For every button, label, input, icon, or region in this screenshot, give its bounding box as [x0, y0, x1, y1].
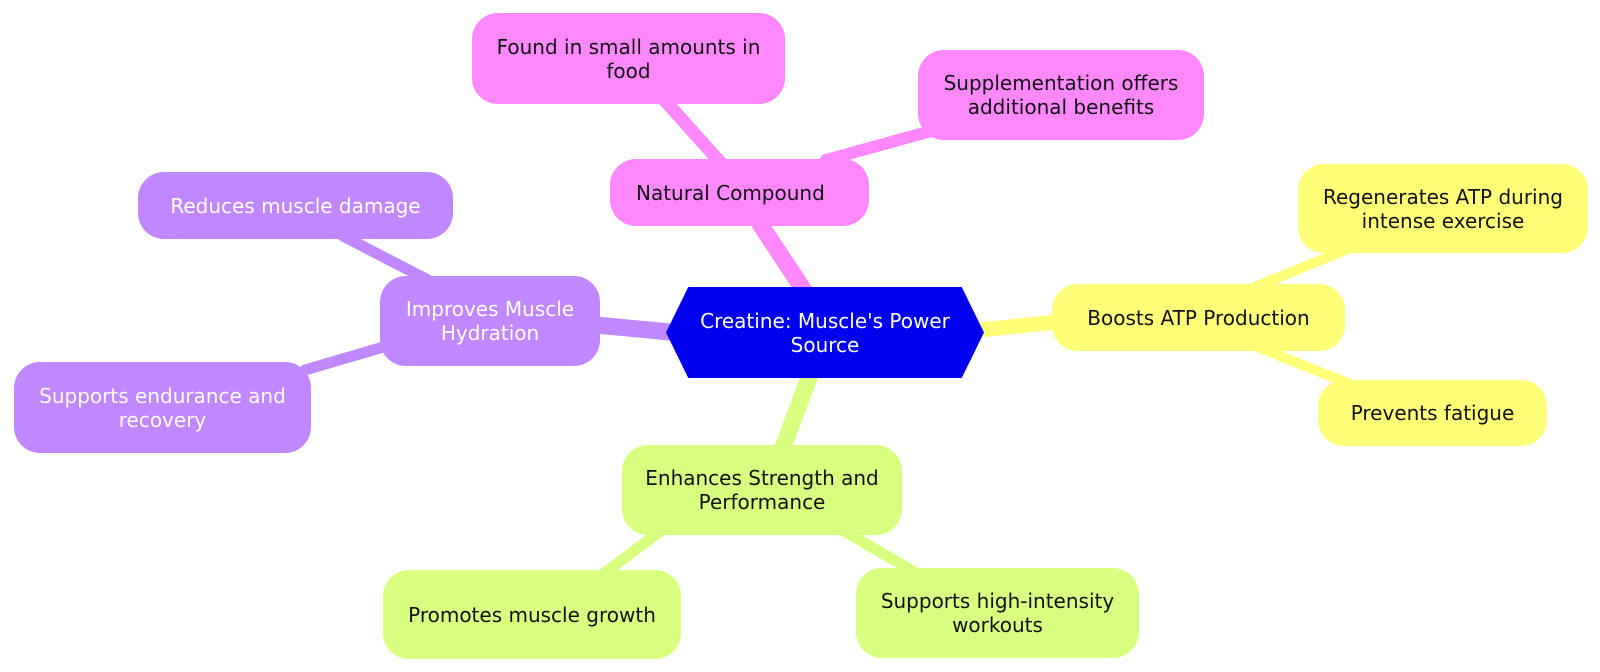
leaf-label: Found in small amounts in food: [496, 34, 761, 83]
leaf-node-muscle-growth[interactable]: Promotes muscle growth: [383, 570, 681, 659]
root-node[interactable]: Creatine: Muscle's Power Source: [666, 287, 984, 378]
leaf-node-reduces-damage[interactable]: Reduces muscle damage: [138, 172, 453, 239]
edge-root-hydra: [587, 316, 679, 341]
branch-node-natural-compound[interactable]: Natural Compound: [610, 159, 869, 226]
leaf-node-prevents-fatigue[interactable]: Prevents fatigue: [1318, 380, 1547, 446]
leaf-node-high-intensity[interactable]: Supports high-intensity workouts: [856, 568, 1139, 658]
edge-hydration-endurance: [299, 339, 396, 376]
leaf-node-found-in-food[interactable]: Found in small amounts in food: [472, 13, 785, 104]
leaf-label: Supplementation offers additional benefi…: [943, 71, 1179, 119]
branch-node-enhances-strength[interactable]: Enhances Strength and Performance: [622, 445, 902, 535]
branch-label: Enhances Strength and Performance: [645, 466, 879, 514]
branch-label: Boosts ATP Production: [1087, 305, 1310, 330]
branch-label: Natural Compound: [636, 180, 825, 205]
branch-label: Improves Muscle Hydration: [405, 297, 575, 345]
branch-node-muscle-hydration[interactable]: Improves Muscle Hydration: [380, 276, 600, 366]
edge-root-atp: [972, 314, 1064, 338]
edge-natural-suppl: [820, 124, 941, 166]
leaf-node-endurance-recovery[interactable]: Supports endurance and recovery: [14, 362, 311, 453]
leaf-label: Promotes muscle growth: [408, 602, 656, 627]
edge-root-natural: [751, 215, 814, 301]
leaf-node-regenerates-atp[interactable]: Regenerates ATP during intense exercise: [1298, 164, 1588, 253]
leaf-label: Supports endurance and recovery: [39, 383, 286, 432]
branch-node-boosts-atp[interactable]: Boosts ATP Production: [1052, 284, 1345, 351]
leaf-node-supplementation[interactable]: Supplementation offers additional benefi…: [918, 50, 1204, 140]
edge-hydration-damage: [337, 230, 434, 286]
edge-natural-food: [653, 88, 727, 169]
leaf-label: Reduces muscle damage: [170, 193, 421, 218]
leaf-label: Supports high-intensity workouts: [880, 589, 1115, 637]
edge-root-strength: [773, 366, 819, 459]
root-node-label: Creatine: Muscle's Power Source: [700, 308, 950, 357]
leaf-label: Prevents fatigue: [1350, 401, 1515, 425]
leaf-label: Regenerates ATP during intense exercise: [1323, 184, 1563, 233]
